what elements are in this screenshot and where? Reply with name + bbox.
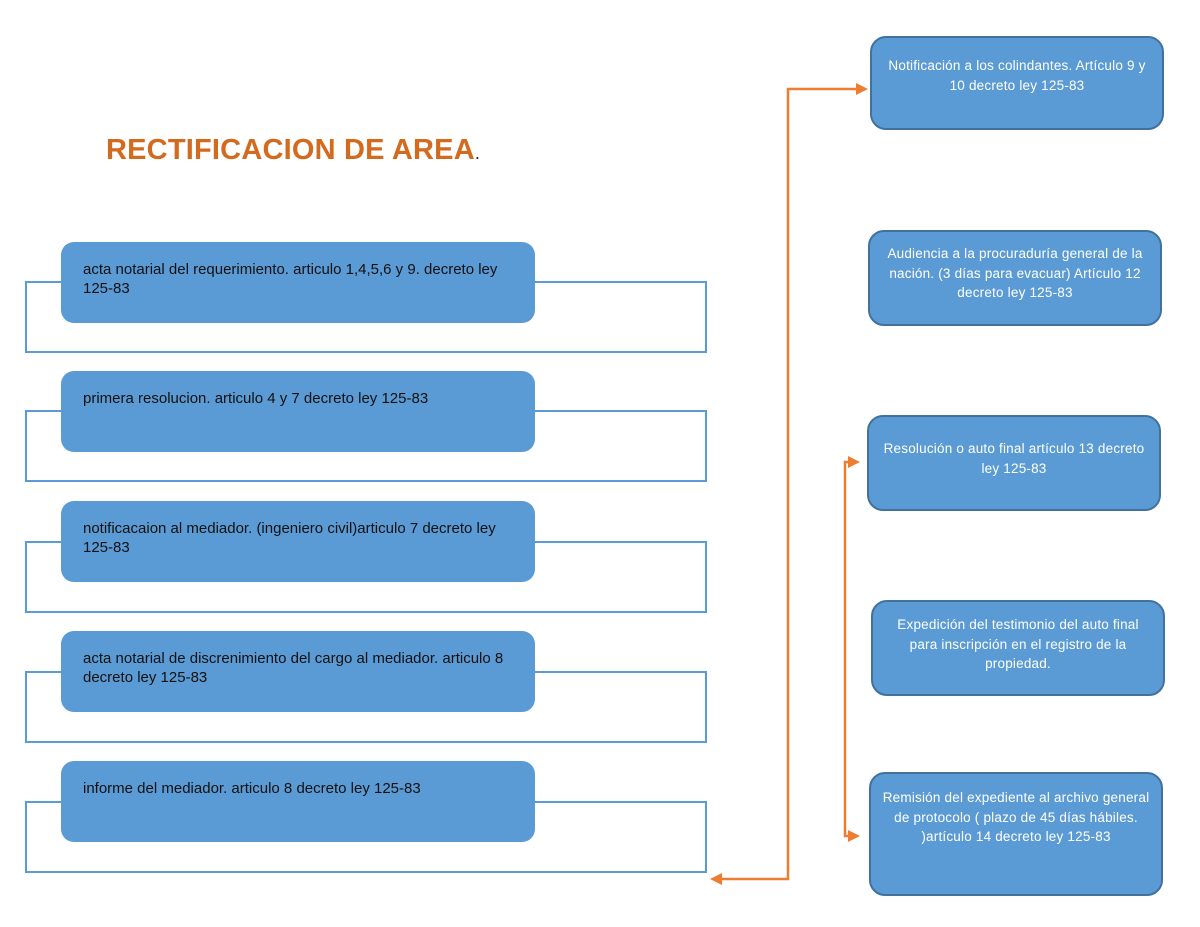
- left-step-4-text: acta notarial de discrenimiento del carg…: [83, 650, 504, 686]
- left-step-3-text: notificacaion al mediador. (ingeniero ci…: [83, 520, 496, 556]
- title-text: RECTIFICACION DE AREA: [106, 134, 475, 166]
- right-step-4: Expedición del testimonio del auto final…: [871, 600, 1165, 696]
- right-step-4-text: Expedición del testimonio del auto final…: [897, 617, 1139, 671]
- arrowhead-resolution-icon: [848, 456, 860, 468]
- right-step-3-text: Resolución o auto final artículo 13 decr…: [883, 441, 1145, 476]
- left-step-2: primera resolucion. articulo 4 y 7 decre…: [61, 371, 535, 452]
- title-suffix: .: [474, 143, 481, 163]
- left-step-1-text: acta notarial del requerimiento. articul…: [83, 261, 498, 297]
- left-step-2-text: primera resolucion. articulo 4 y 7 decre…: [83, 390, 429, 407]
- left-step-3: notificacaion al mediador. (ingeniero ci…: [61, 501, 535, 582]
- diagram-title: RECTIFICACION DE AREA.: [106, 134, 480, 167]
- right-step-1: Notificación a los colindantes. Artículo…: [870, 36, 1164, 130]
- left-step-5: informe del mediador. articulo 8 decreto…: [61, 761, 535, 842]
- arrowhead-remission-icon: [848, 830, 860, 842]
- left-step-5-text: informe del mediador. articulo 8 decreto…: [83, 780, 421, 797]
- arrowhead-right-icon: [856, 83, 868, 95]
- right-step-1-text: Notificación a los colindantes. Artículo…: [888, 58, 1146, 93]
- right-step-2: Audiencia a la procuraduría general de l…: [868, 230, 1162, 326]
- right-step-2-text: Audiencia a la procuraduría general de l…: [887, 246, 1143, 300]
- right-step-5-text: Remisión del expediente al archivo gener…: [882, 790, 1150, 844]
- connector-left-to-right: [720, 87, 858, 881]
- right-step-5: Remisión del expediente al archivo gener…: [869, 772, 1163, 896]
- left-step-4: acta notarial de discrenimiento del carg…: [61, 631, 535, 712]
- left-step-1: acta notarial del requerimiento. articul…: [61, 242, 535, 323]
- connector-resolution-to-remission: [843, 460, 849, 838]
- arrowhead-left-icon: [710, 873, 722, 885]
- right-step-3: Resolución o auto final artículo 13 decr…: [867, 415, 1161, 511]
